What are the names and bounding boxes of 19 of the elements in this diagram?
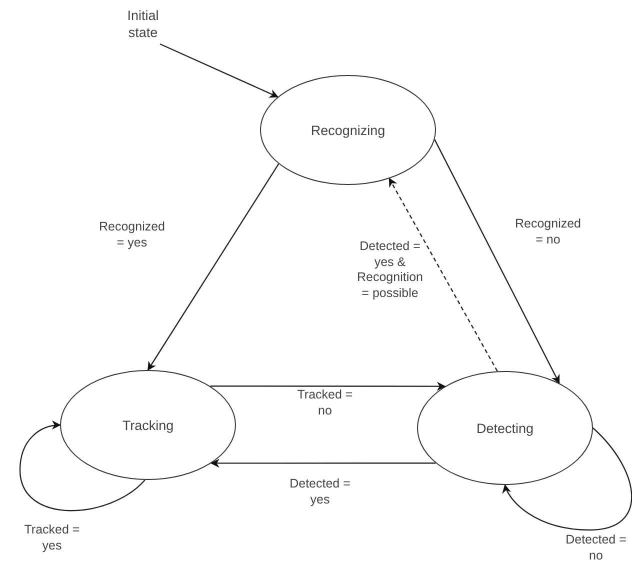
- state-label: Detecting: [476, 420, 534, 436]
- arrow: [160, 43, 279, 98]
- arrow: [210, 382, 446, 391]
- edge-label: Detected = yes & Recognition = possible: [356, 238, 424, 302]
- arrow: [434, 139, 560, 384]
- edge-label: Recognized = no: [514, 216, 582, 248]
- edge-label: Recognized = yes: [98, 219, 166, 251]
- state-label: Tracking: [122, 418, 174, 432]
- edge-label: Detected = no: [565, 532, 627, 564]
- arrow: [503, 428, 632, 531]
- state-label: Recognizing: [310, 122, 386, 138]
- initial-state-label: Initial state: [115, 8, 171, 42]
- edge-label: Tracked = no: [296, 387, 354, 419]
- arrow: [210, 458, 436, 468]
- arrow: [148, 164, 280, 371]
- arrow: [19, 421, 146, 512]
- dashed-arrow: [388, 178, 498, 372]
- edge-label: Tracked = yes: [23, 522, 81, 554]
- edge-label: Detected = yes: [289, 476, 351, 508]
